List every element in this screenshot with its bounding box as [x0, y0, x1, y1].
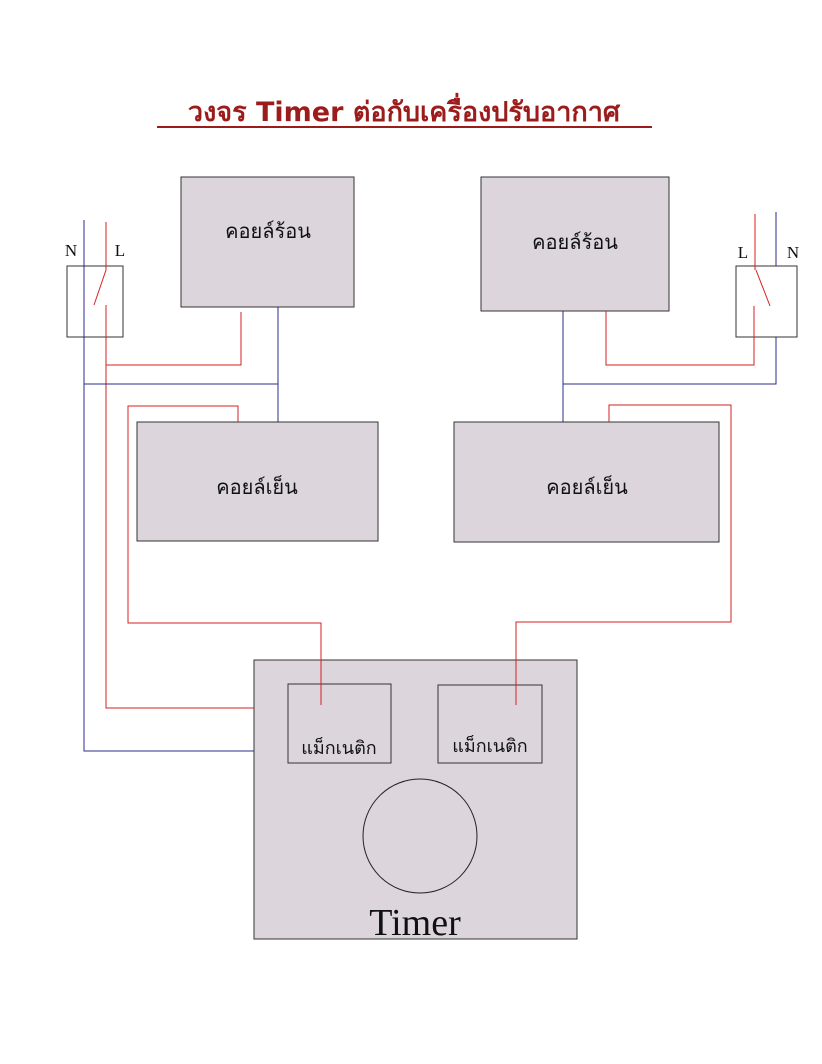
- right-hot-coil-label: คอยล์ร้อน: [532, 230, 618, 254]
- right-cold-coil-label: คอยล์เย็น: [546, 474, 628, 499]
- right-breaker-n-label: N: [787, 243, 799, 262]
- right-cold-coil-box: [453, 421, 720, 543]
- left-breaker-box: [66, 265, 124, 338]
- right-magnetic-to-cold-coil: [515, 404, 732, 705]
- left-breaker-n-label: N: [65, 241, 77, 260]
- left-cold-coil-label: คอยล์เย็น: [216, 474, 298, 499]
- right-live-to-hot-coil: [605, 311, 755, 366]
- magnetic-right-box: [437, 684, 543, 764]
- right-breaker-contact: [755, 269, 771, 307]
- magnetic-left-box: [287, 683, 392, 764]
- right-breaker-box: [735, 265, 798, 338]
- left-hot-coil-box: [180, 176, 355, 308]
- magnetic-right-label: แม็กเนติก: [452, 734, 527, 757]
- left-live-to-hot-coil: [105, 312, 242, 366]
- right-neutral-bus: [563, 337, 777, 385]
- timer-dial: [362, 778, 478, 894]
- diagram-title: วงจร Timer ต่อกับเครื่องปรับอากาศ: [188, 92, 621, 128]
- left-cold-coil-box: [136, 421, 379, 542]
- right-breaker-l-label: L: [738, 243, 748, 262]
- left-breaker-l-label: L: [115, 241, 125, 260]
- left-breaker-contact: [93, 269, 107, 306]
- magnetic-left-label: แม็กเนติก: [301, 736, 376, 759]
- timer-label: Timer: [369, 902, 461, 944]
- left-neutral-to-timer: [83, 266, 254, 752]
- left-live-to-timer: [105, 365, 254, 709]
- left-magnetic-to-cold-coil: [127, 405, 322, 705]
- right-hot-coil-box: [480, 176, 670, 312]
- left-hot-coil-label: คอยล์ร้อน: [225, 219, 311, 243]
